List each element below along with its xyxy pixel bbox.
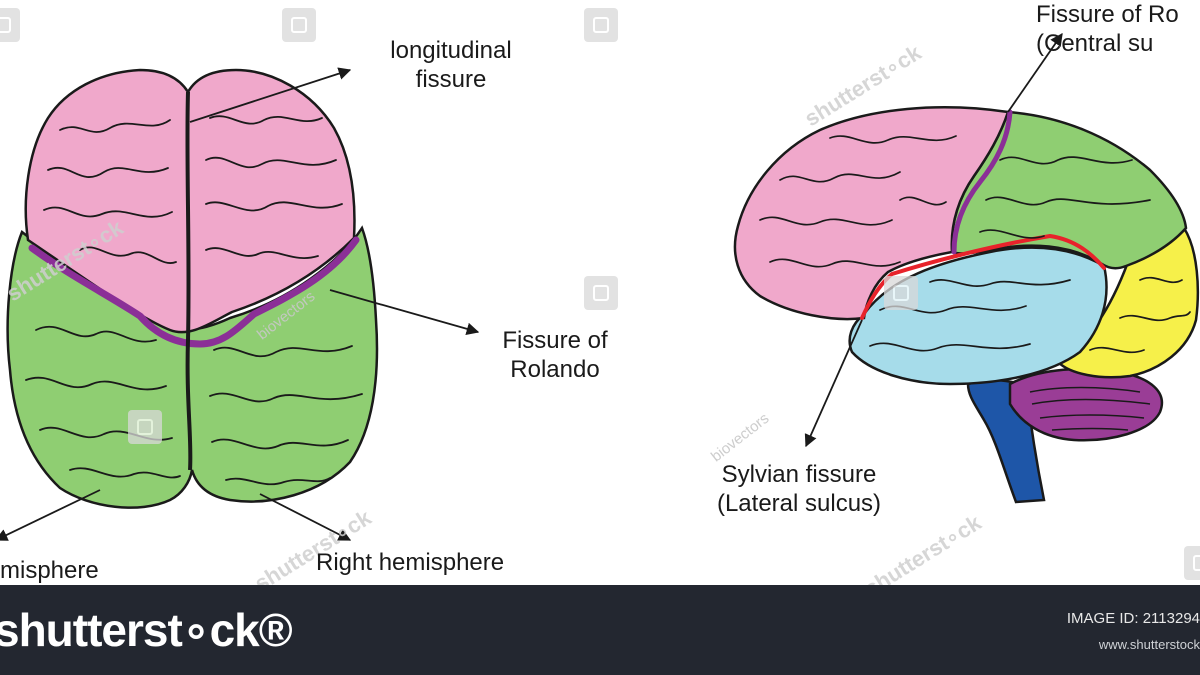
top-view-frontal-region [24,68,356,334]
arrow-left-hemisphere [0,489,101,541]
top-view-longitudinal-line [185,91,193,471]
top-view-gyri [25,115,363,486]
watermark-icon [1184,546,1200,580]
brain-top-view [6,68,379,509]
watermark-icon [282,8,316,42]
watermark-icon [584,8,618,42]
diagram-canvas: shutterst∘ck shutterst∘ck shutterst∘ck s… [0,1,1200,585]
label-sylvian-fissure: Sylvian fissure (Lateral sulcus) [716,461,882,517]
label-right-hemisphere: Right hemisphere [316,549,505,576]
shutterstock-logo: shutterst∘ck® [0,604,293,656]
label-fissure-of-rolando: Fissure of Rolando [502,327,608,383]
stock-footer-bar: shutterst∘ck® IMAGE ID: 2113294 www.shut… [0,585,1200,675]
label-left-hemisphere: misphere [0,557,99,584]
arrow-longitudinal-fissure [189,67,352,123]
arrow-right-hemisphere [259,493,352,541]
side-view-cerebellum-folia [1029,386,1151,431]
brain-diagram [0,32,1200,541]
watermark-icon [584,276,618,310]
image-id-text: IMAGE ID: 2113294 [1066,610,1200,627]
watermark-icon [884,276,918,310]
arrow-sylvian-fissure [804,319,863,448]
side-view-central-sulcus-line [951,109,1013,255]
watermark-icon [128,410,162,444]
arrow-fissure-of-rolando [329,289,480,335]
arrow-central-sulcus [1007,32,1063,113]
watermark-icon [0,8,20,42]
label-longitudinal-fissure: longitudinal fissure [390,37,512,93]
side-view-frontal-region [733,106,1010,321]
label-arrows [0,32,1063,541]
label-central-sulcus: Fissure of Ro (Central su [1036,1,1179,57]
footer-url-text: www.shutterstock [1098,637,1200,652]
side-view-sylvian-line [860,233,1106,320]
brain-side-view [733,106,1200,504]
top-view-rolando-line [28,236,360,348]
